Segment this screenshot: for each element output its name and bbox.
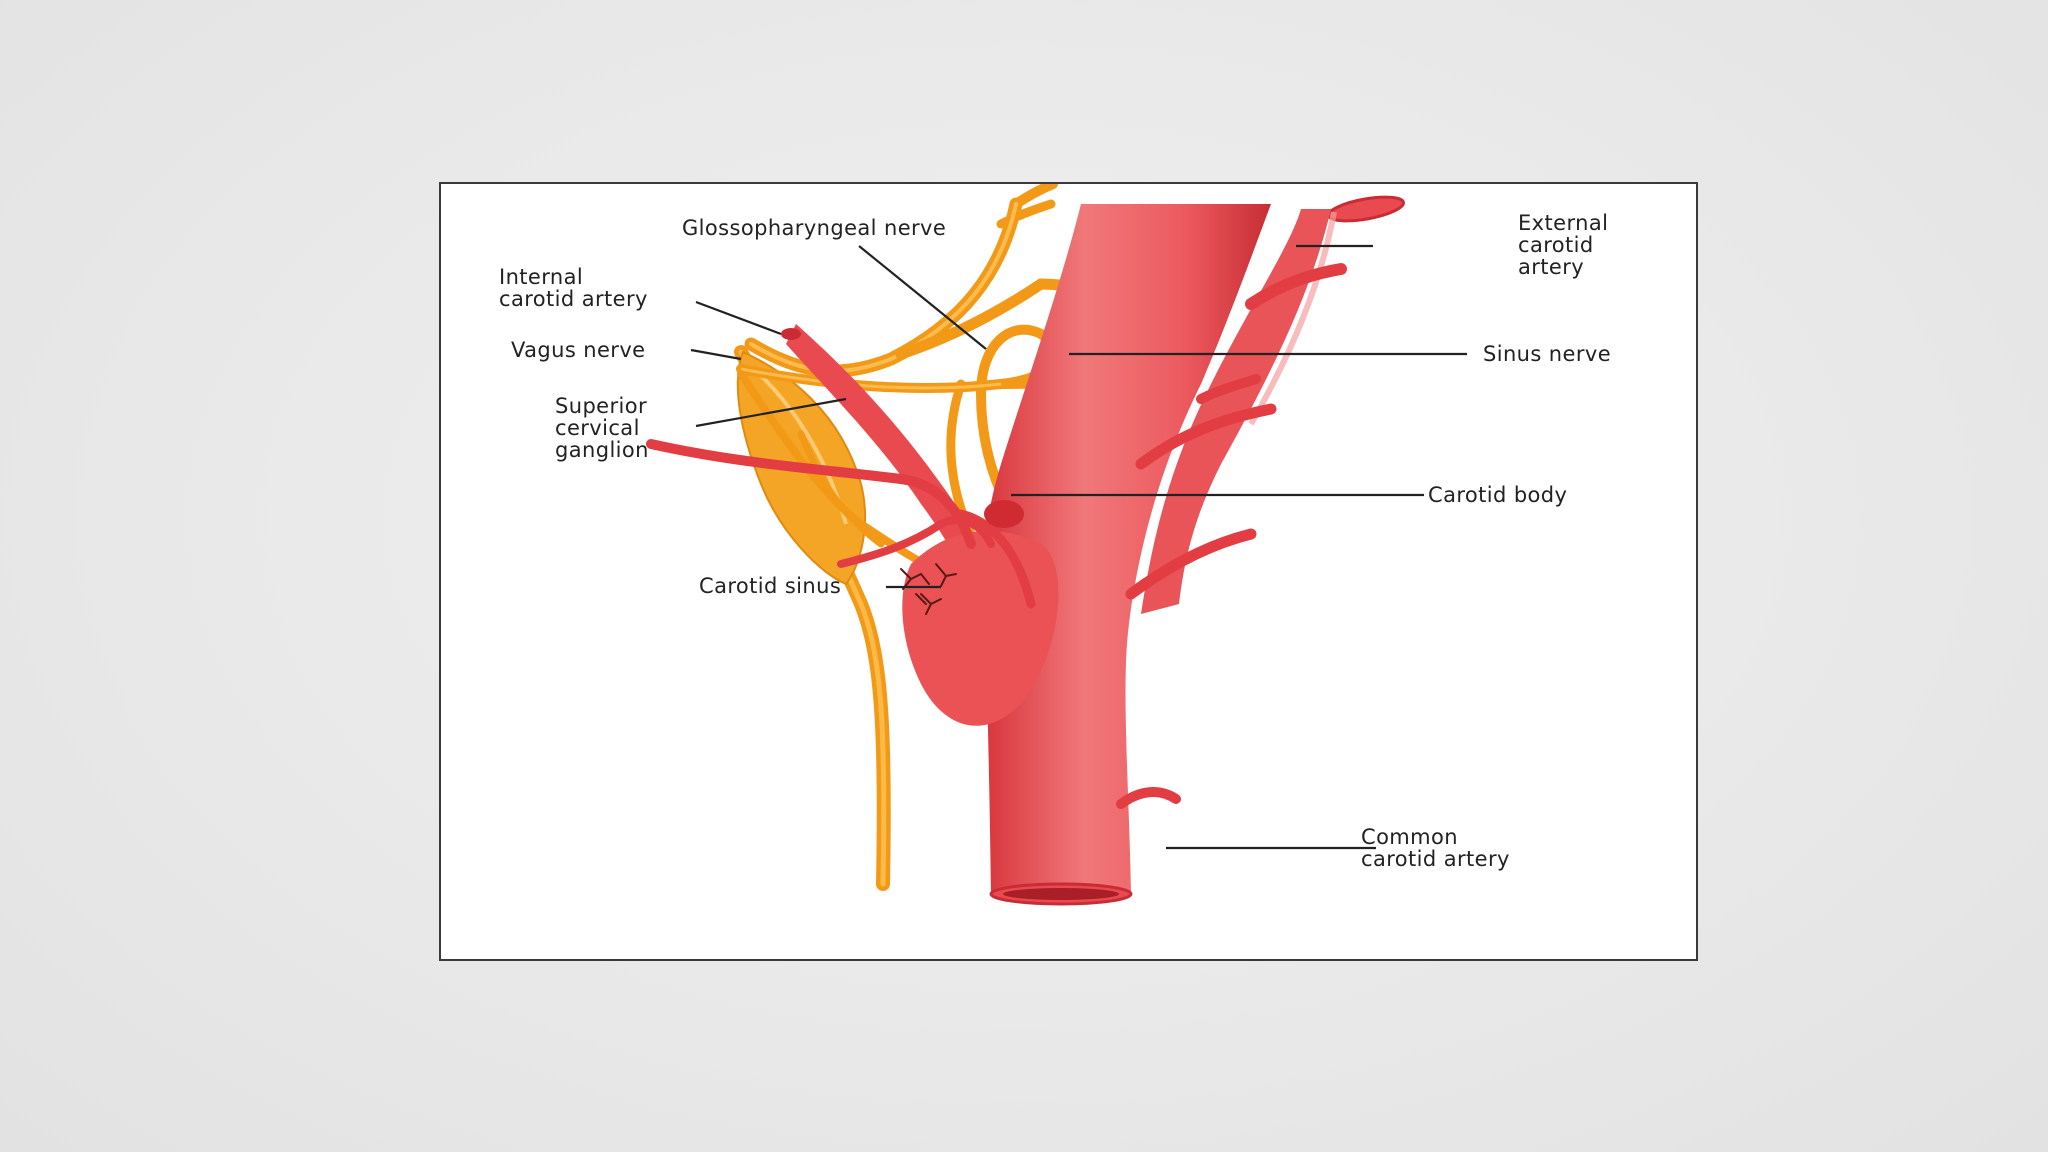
label-carotid-sinus: Carotid sinus <box>699 574 841 598</box>
leader-glossopharyngeal <box>858 245 987 350</box>
label-external-carotid-line2: carotid <box>1518 233 1594 257</box>
label-internal-carotid-line1: Internal <box>499 265 583 289</box>
carotid-sinus-nerve-plexus <box>900 563 957 615</box>
label-carotid-body: Carotid body <box>1428 483 1567 507</box>
label-internal-carotid-line2: carotid artery <box>499 287 648 311</box>
label-superior-cervical-line2: cervical <box>555 416 640 440</box>
artery-branches <box>646 263 1347 809</box>
carotid-body <box>984 500 1024 528</box>
leader-vagus <box>690 348 742 361</box>
label-common-carotid-line2: carotid artery <box>1361 847 1510 871</box>
label-vagus-nerve: Vagus nerve <box>511 338 645 362</box>
leader-superior-cervical <box>695 397 847 428</box>
external-carotid-artery <box>1141 195 1405 614</box>
label-superior-cervical-line1: Superior <box>555 394 647 418</box>
label-sinus-nerve: Sinus nerve <box>1483 342 1611 366</box>
carotid-anatomy-diagram: Glossopharyngeal nerve Internal carotid … <box>499 184 1611 906</box>
label-external-carotid-line3: artery <box>1518 255 1584 279</box>
anatomy-figure-frame: Glossopharyngeal nerve Internal carotid … <box>439 182 1698 961</box>
label-common-carotid-line1: Common <box>1361 825 1458 849</box>
label-glossopharyngeal-nerve: Glossopharyngeal nerve <box>682 216 946 240</box>
label-superior-cervical-line3: ganglion <box>555 438 649 462</box>
common-carotid-artery <box>984 204 1271 906</box>
label-external-carotid-line1: External <box>1518 211 1608 235</box>
leader-internal-carotid <box>695 300 782 336</box>
